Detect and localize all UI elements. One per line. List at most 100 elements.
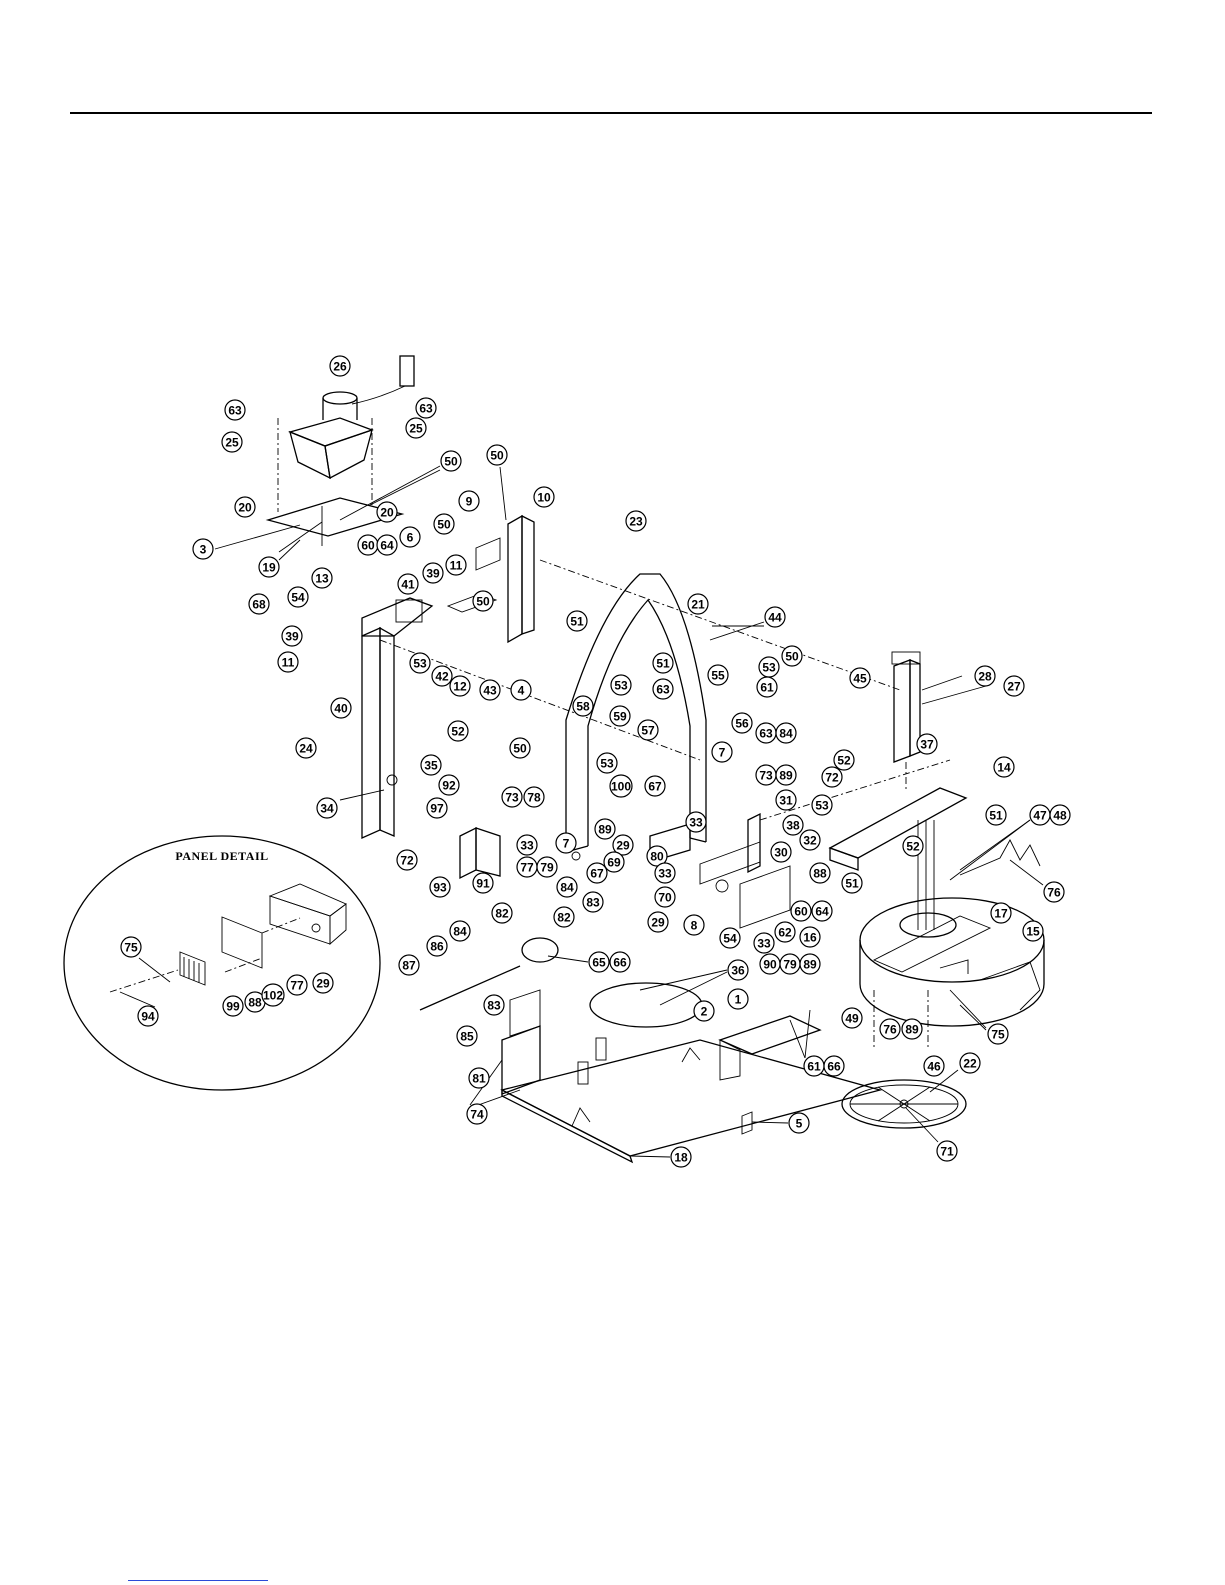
callout-91: 91 <box>472 872 494 894</box>
callout-50: 50 <box>440 450 462 472</box>
leader-lines <box>119 465 1044 1158</box>
callout-82: 82 <box>553 906 575 928</box>
svg-text:79: 79 <box>540 861 554 875</box>
callout-22: 22 <box>959 1052 981 1074</box>
panel-callout-29: 29 <box>312 972 334 994</box>
callout-20: 20 <box>234 496 256 518</box>
callout-66: 66 <box>823 1055 845 1077</box>
svg-text:50: 50 <box>513 742 527 756</box>
callout-48: 48 <box>1049 804 1071 826</box>
callout-89: 89 <box>594 818 616 840</box>
svg-text:8: 8 <box>691 919 698 933</box>
svg-text:93: 93 <box>433 881 447 895</box>
callout-53: 53 <box>610 674 632 696</box>
callout-4: 4 <box>510 679 532 701</box>
callout-74: 74 <box>466 1103 488 1125</box>
svg-text:86: 86 <box>430 940 444 954</box>
callout-6: 6 <box>399 526 421 548</box>
svg-text:53: 53 <box>413 657 427 671</box>
callout-29: 29 <box>612 834 634 856</box>
svg-text:61: 61 <box>807 1060 821 1074</box>
callout-70: 70 <box>654 886 676 908</box>
callout-93: 93 <box>429 876 451 898</box>
callout-17: 17 <box>990 902 1012 924</box>
svg-text:50: 50 <box>476 595 490 609</box>
callout-73: 73 <box>501 786 523 808</box>
svg-text:56: 56 <box>735 717 749 731</box>
callout-69: 69 <box>603 851 625 873</box>
svg-text:30: 30 <box>774 846 788 860</box>
svg-text:90: 90 <box>763 958 777 972</box>
power-unit <box>265 355 415 546</box>
callout-18: 18 <box>670 1146 692 1168</box>
svg-text:68: 68 <box>252 598 266 612</box>
svg-text:29: 29 <box>651 916 665 930</box>
callout-72: 72 <box>821 766 843 788</box>
svg-text:102: 102 <box>263 989 283 1003</box>
callout-53: 53 <box>596 752 618 774</box>
svg-text:94: 94 <box>141 1010 155 1024</box>
callout-21: 21 <box>687 593 709 615</box>
callout-36: 36 <box>727 959 749 981</box>
callout-89: 89 <box>799 953 821 975</box>
callout-33: 33 <box>753 932 775 954</box>
svg-text:77: 77 <box>520 861 534 875</box>
callout-16: 16 <box>799 926 821 948</box>
callout-56: 56 <box>731 712 753 734</box>
svg-text:64: 64 <box>380 539 394 553</box>
callout-92: 92 <box>438 774 460 796</box>
svg-text:45: 45 <box>853 672 867 686</box>
callout-58: 58 <box>572 695 594 717</box>
callout-3: 3 <box>192 538 214 560</box>
callout-77: 77 <box>516 856 538 878</box>
svg-text:25: 25 <box>225 436 239 450</box>
callout-80: 80 <box>646 845 668 867</box>
svg-text:21: 21 <box>691 598 705 612</box>
svg-text:24: 24 <box>299 742 313 756</box>
round-plate <box>589 982 703 1028</box>
svg-text:52: 52 <box>906 840 920 854</box>
callout-25: 25 <box>405 417 427 439</box>
svg-text:14: 14 <box>997 761 1011 775</box>
callout-13: 13 <box>311 567 333 589</box>
svg-text:60: 60 <box>794 905 808 919</box>
svg-text:29: 29 <box>616 839 630 853</box>
svg-text:58: 58 <box>576 700 590 714</box>
callout-52: 52 <box>447 720 469 742</box>
svg-text:92: 92 <box>442 779 456 793</box>
callout-63: 63 <box>415 397 437 419</box>
svg-text:59: 59 <box>613 710 627 724</box>
callout-7: 7 <box>555 832 577 854</box>
svg-text:63: 63 <box>228 404 242 418</box>
callout-1: 1 <box>727 988 749 1010</box>
svg-text:89: 89 <box>598 823 612 837</box>
svg-text:54: 54 <box>723 932 737 946</box>
callout-49: 49 <box>841 1007 863 1029</box>
svg-text:82: 82 <box>557 911 571 925</box>
svg-text:72: 72 <box>825 771 839 785</box>
svg-text:63: 63 <box>419 402 433 416</box>
svg-text:50: 50 <box>444 455 458 469</box>
callout-79: 79 <box>779 953 801 975</box>
svg-text:100: 100 <box>611 780 631 794</box>
svg-text:28: 28 <box>978 670 992 684</box>
svg-text:88: 88 <box>248 996 262 1010</box>
base-plate <box>500 1039 883 1164</box>
svg-text:72: 72 <box>400 854 414 868</box>
svg-text:91: 91 <box>476 877 490 891</box>
panel-callout-99: 99 <box>222 995 244 1017</box>
panel-callout-88: 88 <box>244 991 266 1013</box>
svg-text:34: 34 <box>320 802 334 816</box>
svg-text:36: 36 <box>731 964 745 978</box>
svg-text:64: 64 <box>815 905 829 919</box>
svg-text:32: 32 <box>803 834 817 848</box>
callout-61: 61 <box>803 1055 825 1077</box>
svg-text:73: 73 <box>759 769 773 783</box>
svg-text:88: 88 <box>813 867 827 881</box>
callout-76: 76 <box>1043 881 1065 903</box>
svg-text:42: 42 <box>435 670 449 684</box>
svg-text:84: 84 <box>560 881 574 895</box>
callout-47: 47 <box>1029 804 1051 826</box>
svg-text:19: 19 <box>262 561 276 575</box>
svg-text:67: 67 <box>590 867 604 881</box>
